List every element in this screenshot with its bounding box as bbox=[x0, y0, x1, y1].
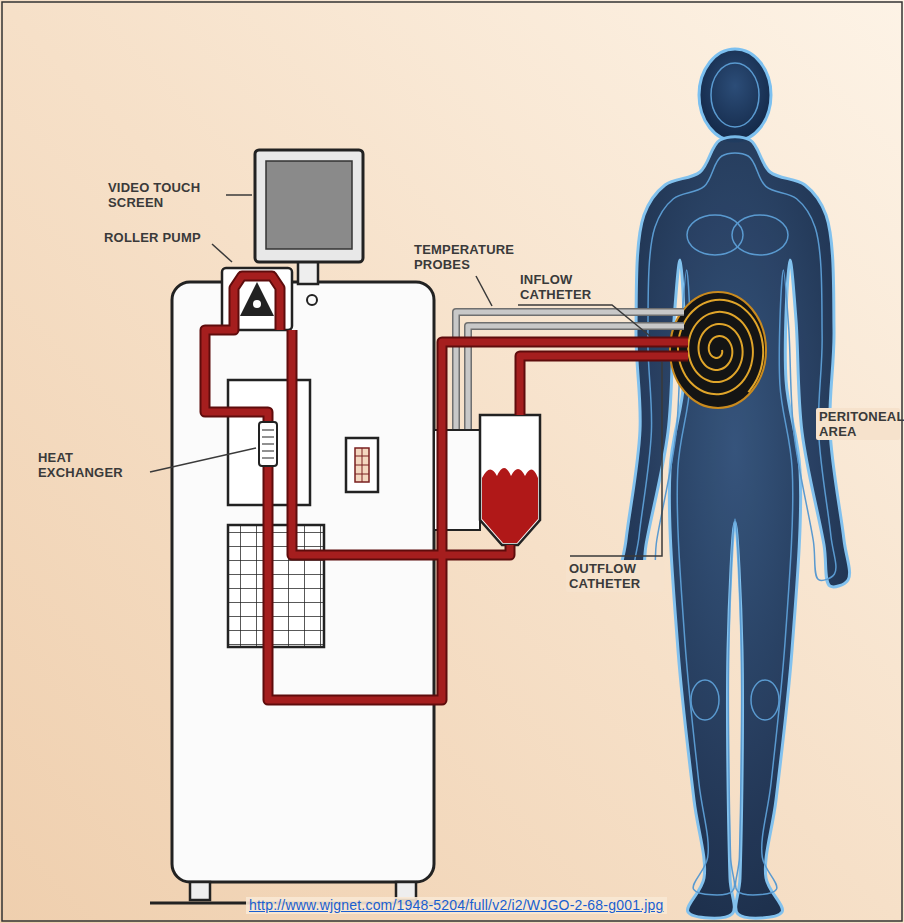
chest-contour bbox=[732, 215, 788, 255]
heat-exchanger-fins bbox=[262, 430, 274, 458]
reservoir bbox=[480, 415, 540, 545]
part-label: OUTFLOW CATHETER bbox=[566, 560, 664, 592]
machine-housing bbox=[172, 282, 434, 882]
leader-line bbox=[226, 194, 252, 196]
tube-outline bbox=[520, 356, 688, 415]
part-label: INFLOW CATHETER bbox=[520, 272, 612, 302]
vent-grille bbox=[228, 525, 324, 647]
tube-outline bbox=[292, 330, 510, 555]
probe-element bbox=[355, 448, 369, 482]
part-label: VIDEO TOUCH SCREEN bbox=[108, 180, 223, 210]
monitor-stand bbox=[298, 260, 318, 284]
source-url: http://www.wjgnet.com/1948-5204/full/v2/… bbox=[246, 897, 667, 914]
tube bbox=[268, 342, 688, 700]
leader-lines bbox=[150, 195, 662, 556]
part-label: TEMPERATURE PROBES bbox=[414, 242, 518, 272]
leader-line bbox=[518, 305, 650, 336]
leader-line bbox=[150, 448, 256, 472]
part-label: HEAT EXCHANGER bbox=[38, 450, 150, 480]
leader-line bbox=[570, 362, 662, 556]
probe-element-lines bbox=[355, 448, 369, 482]
tube bbox=[292, 330, 510, 555]
tube-outline bbox=[205, 276, 280, 422]
head bbox=[699, 49, 771, 141]
head-contour bbox=[711, 63, 759, 127]
part-label: ROLLER PUMP bbox=[104, 230, 201, 245]
peritoneal-cavity bbox=[670, 292, 766, 408]
region-label: PERITONEAL AREA bbox=[816, 408, 900, 440]
reservoir-fluid bbox=[482, 468, 538, 543]
tube-outline bbox=[268, 342, 688, 700]
chest-contour bbox=[687, 215, 743, 255]
pump-roller bbox=[240, 282, 274, 316]
pump-axle bbox=[253, 300, 261, 308]
tube bbox=[205, 276, 280, 422]
perfusion-tubing bbox=[205, 276, 688, 700]
knob bbox=[307, 295, 317, 305]
knee-contour bbox=[751, 680, 779, 720]
screen-display bbox=[266, 161, 352, 249]
body-contour bbox=[634, 153, 836, 895]
reservoir-body bbox=[480, 415, 540, 545]
probe-monitor bbox=[346, 438, 378, 492]
leader-line bbox=[212, 244, 232, 262]
heat-exchanger bbox=[259, 422, 277, 466]
machine-leg bbox=[190, 882, 210, 900]
human-figure bbox=[620, 49, 849, 918]
knee-contour bbox=[691, 680, 719, 720]
intestines bbox=[678, 300, 763, 395]
leader-line bbox=[476, 276, 492, 306]
body-silhouette bbox=[620, 137, 849, 918]
video-touch-screen bbox=[255, 150, 363, 262]
tube bbox=[520, 356, 688, 415]
